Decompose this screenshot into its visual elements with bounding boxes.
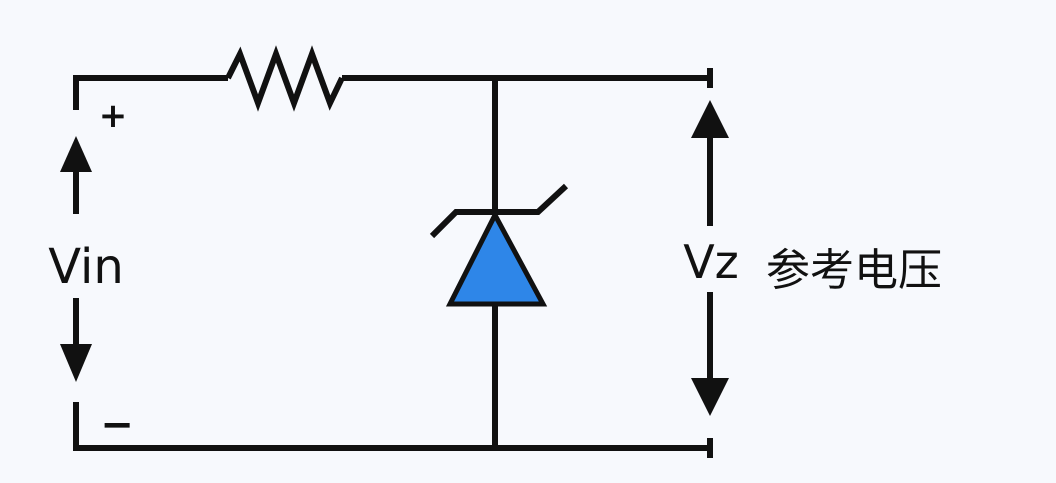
- vz-label: Vz: [683, 235, 739, 289]
- circuit-wires: [73, 45, 713, 458]
- zener-diode-symbol: [429, 183, 569, 307]
- vin-down-arrow-head: [60, 344, 92, 382]
- vin-label: Vin: [48, 239, 124, 295]
- vz-down-arrow-head: [691, 378, 729, 416]
- vz-arrows: [691, 100, 729, 416]
- zener-diode-triangle: [445, 209, 548, 307]
- vz-up-arrow-head: [691, 100, 729, 138]
- input-left-top-wire: [73, 75, 228, 110]
- zener-diode-cathode-bar: [429, 183, 569, 239]
- plus-sign: +: [99, 96, 128, 136]
- vin-up-arrow-head: [60, 136, 92, 172]
- resistor-symbol: [225, 45, 345, 112]
- input-left-bottom-wire: [73, 402, 710, 451]
- vin-arrows: [60, 136, 92, 382]
- reference-voltage-label: 参考电压: [766, 245, 942, 296]
- minus-sign: −: [100, 402, 134, 448]
